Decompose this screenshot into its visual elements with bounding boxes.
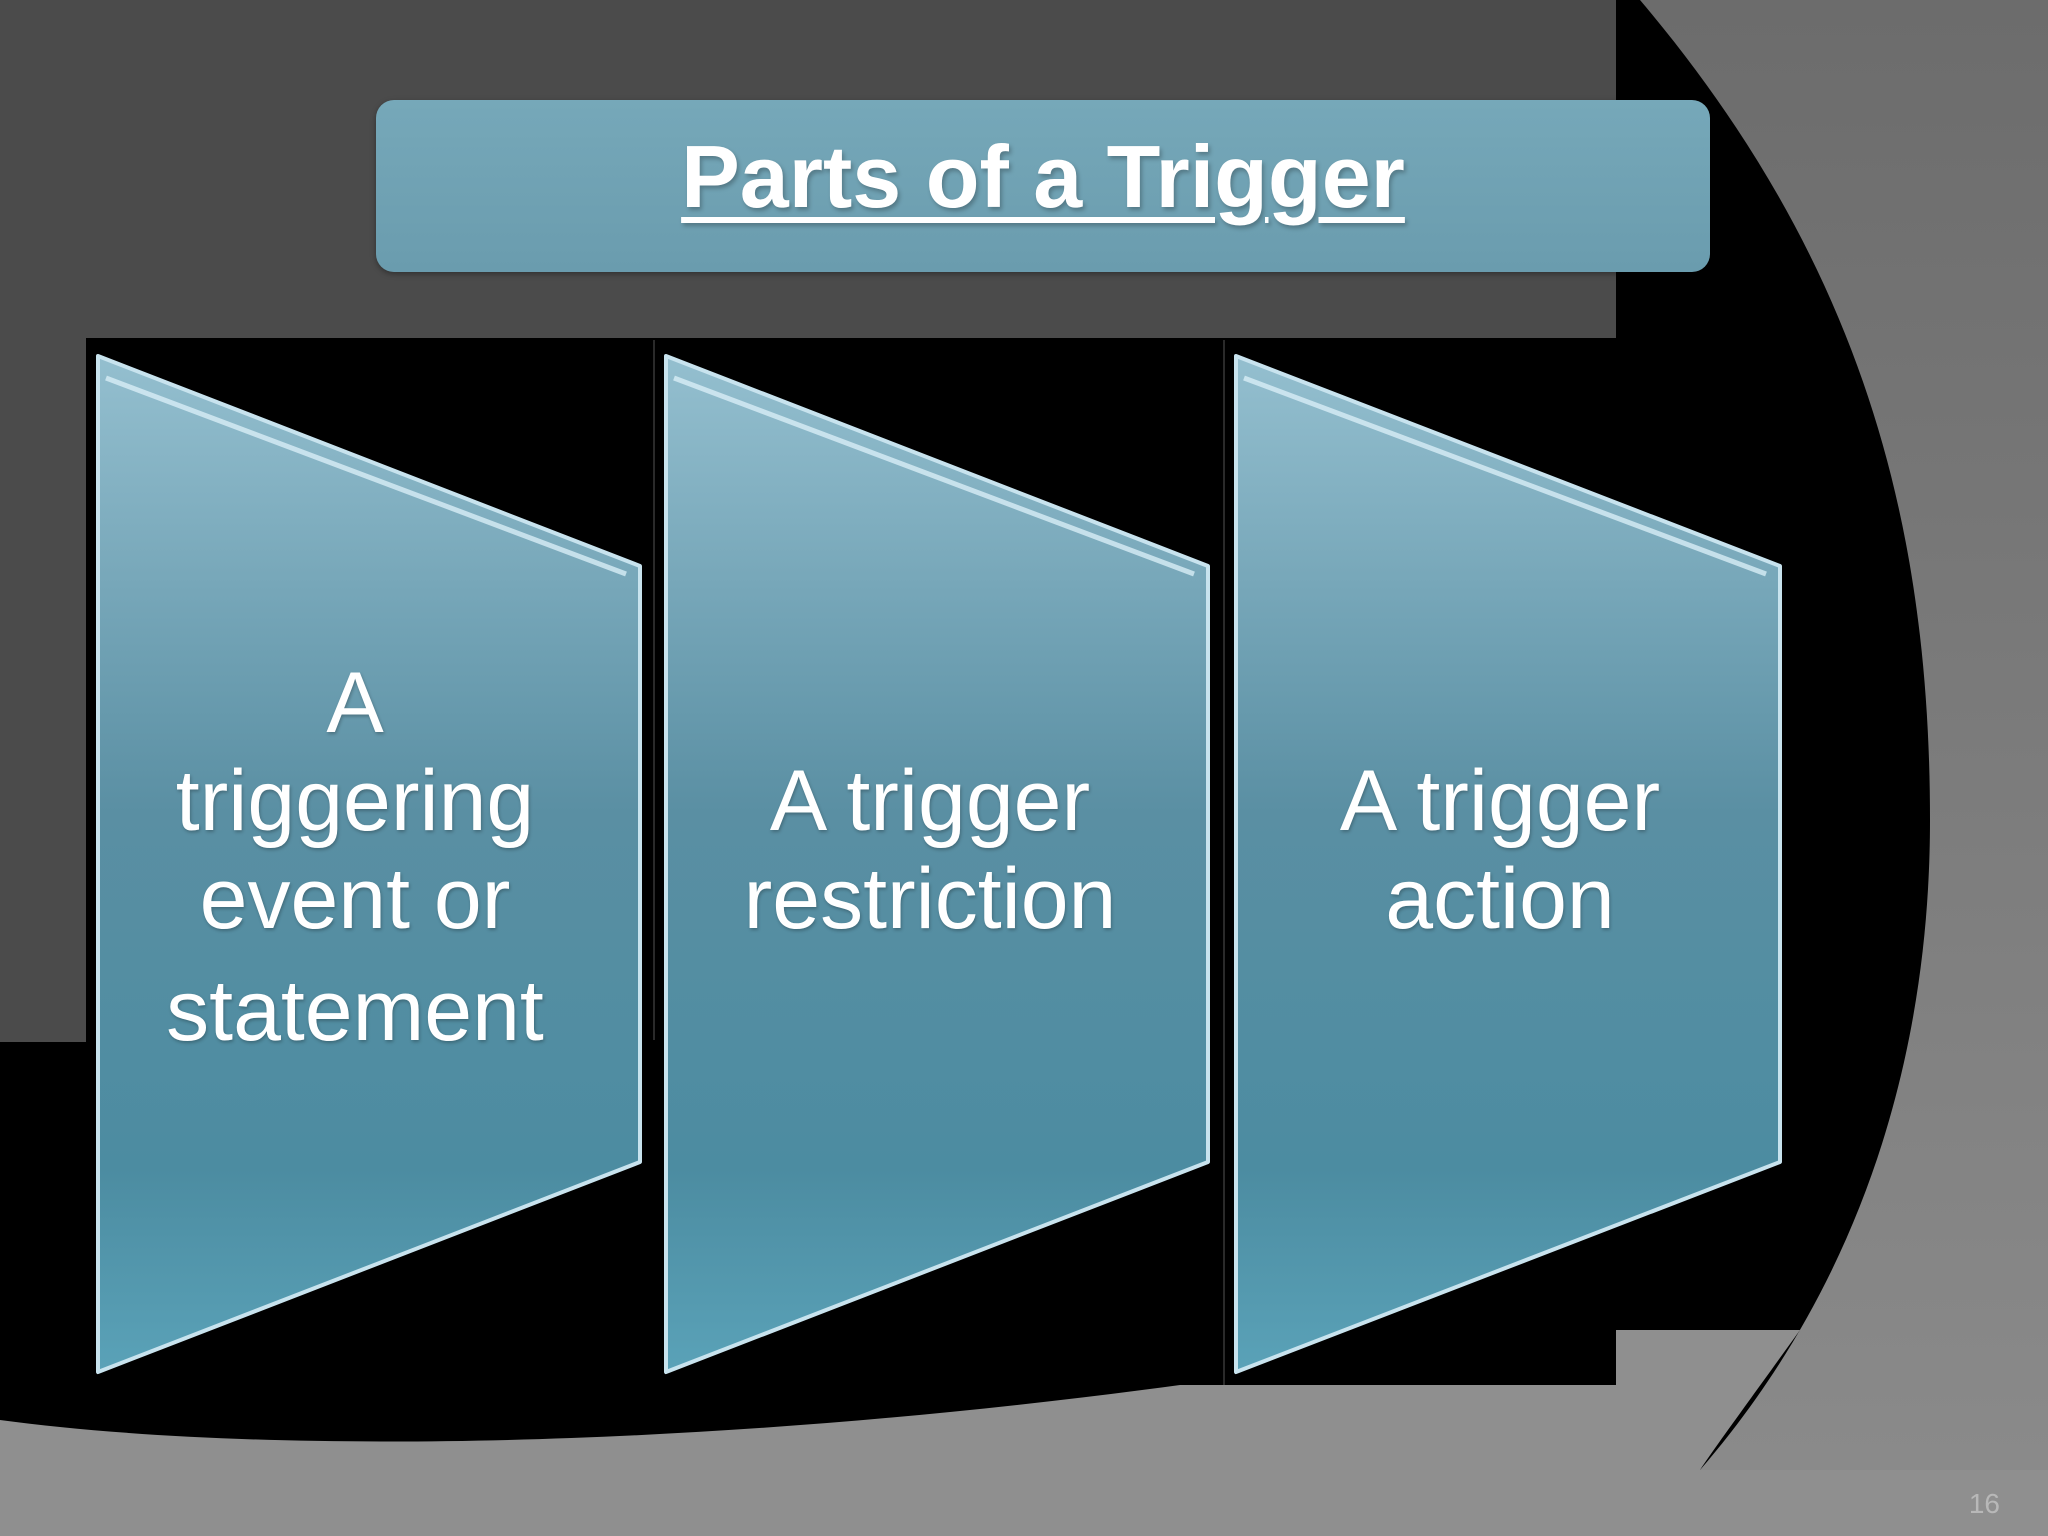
bottom-light-band xyxy=(0,1330,2048,1536)
trigger-part-label-1: A triggering event or statement xyxy=(110,654,600,1060)
label-line: statement xyxy=(166,963,544,1059)
right-grey-panel xyxy=(1640,0,2048,1470)
label-line: A trigger xyxy=(769,753,1091,849)
trigger-part-label-3: A trigger action xyxy=(1250,752,1750,948)
trigger-part-shape-1 xyxy=(96,354,642,1374)
slide-title: Parts of a Trigger xyxy=(681,127,1405,226)
label-line: A trigger xyxy=(1339,753,1661,849)
left-dark-strip xyxy=(0,338,86,1042)
title-bar: Parts of a Trigger xyxy=(376,100,1710,272)
page-number: 16 xyxy=(1968,1488,2000,1519)
trigger-part-label-2: A trigger restriction xyxy=(680,752,1180,948)
label-line: A xyxy=(326,655,384,751)
label-line: triggering xyxy=(175,753,535,849)
label-line: action xyxy=(1385,851,1615,947)
label-line: event or xyxy=(199,851,511,947)
trigger-part-shape-2 xyxy=(664,354,1210,1374)
label-line: restriction xyxy=(743,851,1117,947)
trigger-part-shape-3 xyxy=(1234,354,1782,1374)
